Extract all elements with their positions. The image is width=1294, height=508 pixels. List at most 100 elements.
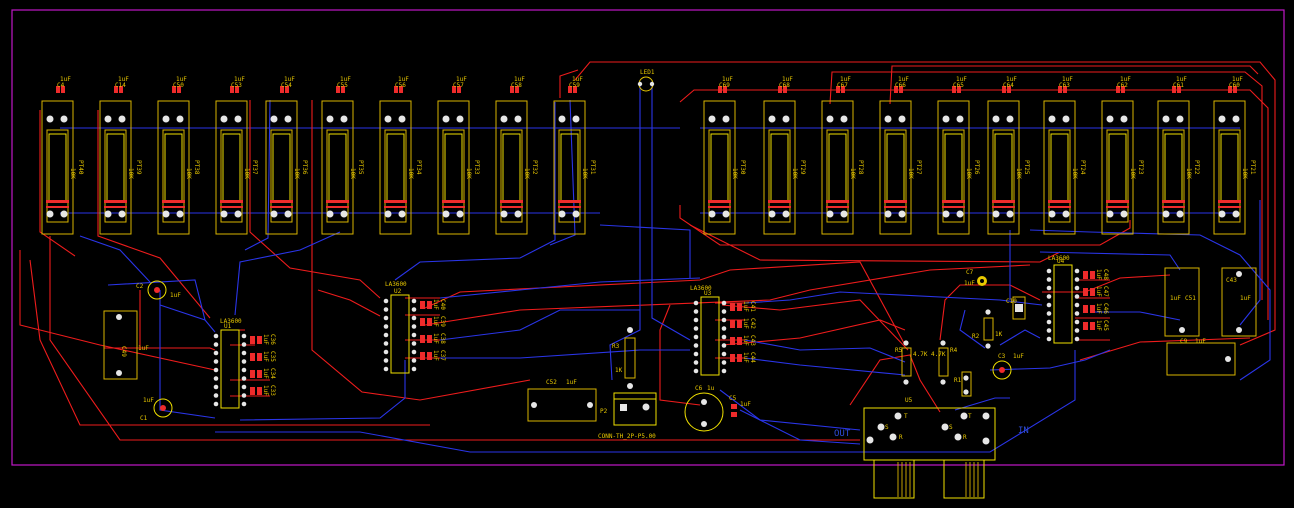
cap-value: 1uF (1095, 286, 1102, 297)
cap-ref: C40 (439, 299, 446, 310)
pot-value: 10K (731, 168, 738, 179)
pot-value: 10K (465, 168, 472, 179)
pot-ref: PT21 (1249, 160, 1256, 175)
pot-value: 10K (791, 168, 798, 179)
cap-ref: C46 (1102, 303, 1109, 314)
cap-c6: C6 1u (684, 385, 724, 432)
cap-value: 1uF (898, 76, 909, 83)
p2-label: P2 (600, 408, 608, 415)
u5-pin-r-out: R (899, 434, 903, 441)
c9-label: C9 (1180, 338, 1188, 345)
cap-c3: C3 1uF (992, 353, 1024, 380)
pot-ref: PT36 (301, 160, 308, 175)
pot-ref: PT31 (589, 160, 596, 175)
cap-ref: C64 (1003, 82, 1014, 89)
cap-c51: C51 1uF (1164, 267, 1200, 337)
pot-ref: PT30 (739, 160, 746, 175)
pot-ref: PT29 (799, 160, 806, 175)
p2-footprint: CONN-TH_2P-P5.00 (598, 433, 656, 440)
cap-value: 1uF (262, 385, 269, 396)
pot-ref: PT37 (251, 160, 258, 175)
c51-label: C51 (1185, 295, 1196, 302)
cap-value: 1uF (262, 368, 269, 379)
cap-value: 1uF (840, 76, 851, 83)
cap-ref: C58 (511, 82, 522, 89)
pot-value: 10K (965, 168, 972, 179)
led1-label: LED1 (640, 69, 655, 76)
copper-traces (19, 61, 1276, 453)
cap-ref: C61 (1173, 82, 1184, 89)
pot-value: 10K (293, 168, 300, 179)
cap-ref: C47 (1102, 286, 1109, 297)
cap-ref: C48 (1102, 269, 1109, 280)
c1-label: C1 (140, 415, 148, 422)
cap-ref: C62 (1117, 82, 1128, 89)
led1: LED1 (637, 69, 655, 92)
cap-ref: C38 (439, 333, 446, 344)
cap-value: 1uF (1006, 76, 1017, 83)
cap-ref: C56 (395, 82, 406, 89)
pot-ref: PT32 (531, 160, 538, 175)
cap-value: 1uF (234, 76, 245, 83)
cap-value: 1uF (742, 301, 749, 312)
pot-ref: PT24 (1079, 160, 1086, 175)
c52-value: 1uF (566, 379, 577, 386)
c6-value: 1u (707, 385, 715, 392)
cap-ref: C63 (1059, 82, 1070, 89)
pot-ref: PT39 (135, 160, 142, 175)
connector-p2: P2 CONN-TH_2P-P5.00 (598, 392, 657, 440)
ic-part: LA3600 (690, 285, 712, 292)
cap-value: 1uF (514, 76, 525, 83)
cap-ref: C42 (749, 318, 756, 329)
pot-ref: PT26 (973, 160, 980, 175)
c5-label: C5 (729, 395, 737, 402)
cap-value: 1uF (60, 76, 71, 83)
cap-ref: C67 (837, 82, 848, 89)
cap-c7: C7 1uF (964, 269, 987, 287)
pot-value: 10K (1015, 168, 1022, 179)
pot-value: 10K (849, 168, 856, 179)
cap-c1: 1uF C1 (140, 397, 173, 422)
c51-value: 1uF (1170, 295, 1181, 302)
cap-c49: C49 1uF (103, 310, 149, 380)
cap-value: 1uF (456, 76, 467, 83)
cap-c2: C2 1uF (136, 280, 181, 300)
res-r4: R4 4.7K (931, 340, 958, 385)
ic-ref: U3 (704, 290, 712, 297)
cap-ref: C57 (453, 82, 464, 89)
cap-ref: C54 (281, 82, 292, 89)
cap-ref: C55 (337, 82, 348, 89)
res-r1: R1 (954, 371, 972, 397)
cap-value: 1uF (572, 76, 583, 83)
cap-value: 1uF (432, 333, 439, 344)
pot-value: 10K (1241, 168, 1248, 179)
cap-c5: C5 1uF (729, 395, 751, 417)
pot-ref: PT38 (193, 160, 200, 175)
cap-value: 1uF (1095, 320, 1102, 331)
ic-ref: U2 (394, 288, 402, 295)
r3-value: 1K (615, 367, 623, 374)
cap-ref: C68 (779, 82, 790, 89)
r5-label: R5 (895, 347, 903, 354)
res-r5: R5 4.7K (895, 340, 928, 385)
cap-ref: C66 (895, 82, 906, 89)
cap-c10: C10 (1006, 296, 1026, 320)
u5-pin-t-out: T (904, 413, 908, 420)
board-outline (11, 9, 1285, 466)
r2-value: 1K (995, 331, 1003, 338)
